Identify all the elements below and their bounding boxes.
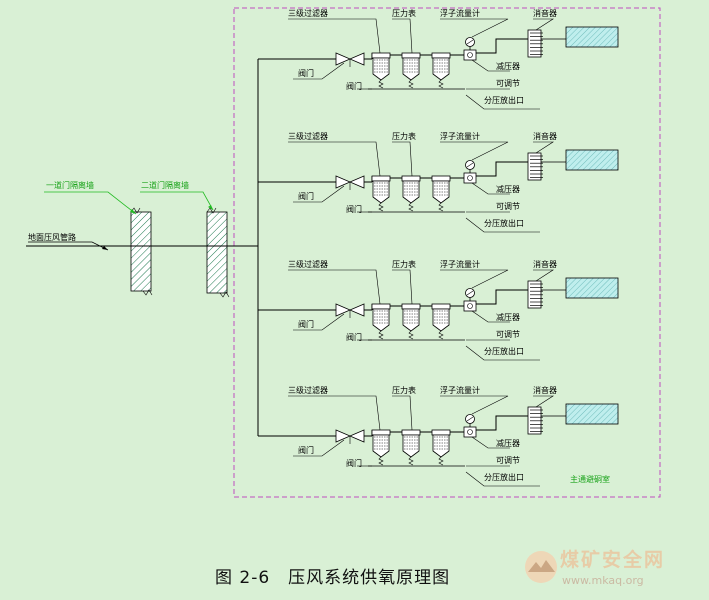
reducer-label: 减压器 <box>496 184 520 194</box>
muffler-label: 消音器 <box>533 131 557 141</box>
watermark: 煤矿安全网 www.mkaq.org <box>525 548 665 587</box>
flowmeter-label: 浮子流量计 <box>440 259 480 269</box>
wall-2-label: 二道门隔离墙 <box>141 180 189 190</box>
filter-unit <box>371 175 402 212</box>
branch-unit-1: 三级过滤器压力表浮子流量计消音器阀门阀门减压器可调节分压放出口 <box>258 8 619 110</box>
chamber-boundary <box>233 7 661 498</box>
muffler-label: 消音器 <box>533 8 557 18</box>
filter-label: 三级过滤器 <box>288 8 328 18</box>
flowmeter-label: 浮子流量计 <box>440 385 480 395</box>
reducer-label: 减压器 <box>496 61 520 71</box>
outlet-label: 分压放出口 <box>484 472 524 482</box>
outlet-label: 分压放出口 <box>484 346 524 356</box>
filter-unit <box>401 52 432 89</box>
outlet-label: 分压放出口 <box>484 218 524 228</box>
reducer-icon <box>463 49 477 61</box>
outlet-pipe <box>476 38 528 54</box>
filter-label: 三级过滤器 <box>288 131 328 141</box>
valve-label: 阀门 <box>298 68 314 78</box>
outlet-label: 分压放出口 <box>484 95 524 105</box>
branch-unit-2: 三级过滤器压力表浮子流量计消音器阀门阀门减压器可调节分压放出口 <box>258 131 619 233</box>
reducer-icon <box>463 426 477 438</box>
filter-unit <box>401 303 432 340</box>
inlet-label: 地面压风管路 <box>28 232 76 242</box>
filter-unit <box>371 303 402 340</box>
gauge-label: 压力表 <box>392 259 416 269</box>
regulator-label: 可调节 <box>496 330 520 339</box>
branch-unit-3: 三级过滤器压力表浮子流量计消音器阀门阀门减压器可调节分压放出口 <box>258 259 619 361</box>
filter-unit <box>431 175 451 212</box>
reducer-label: 减压器 <box>496 438 520 448</box>
isolation-wall-1 <box>130 207 153 296</box>
watermark-url: www.mkaq.org <box>562 574 644 587</box>
reducer-icon <box>463 300 477 312</box>
figure-caption: 图 2-6 压风系统供氧原理图 <box>215 568 450 588</box>
filter-unit <box>371 429 402 466</box>
branch-unit-4: 三级过滤器压力表浮子流量计消音器阀门阀门减压器可调节分压放出口 <box>258 385 619 487</box>
flowmeter-label: 浮子流量计 <box>440 131 480 141</box>
outlet-pipe <box>476 289 528 305</box>
watermark-title: 煤矿安全网 <box>560 548 665 571</box>
muffler-label: 消音器 <box>533 259 557 269</box>
gauge-label: 压力表 <box>392 131 416 141</box>
muffler-label: 消音器 <box>533 385 557 395</box>
gauge-label: 压力表 <box>392 8 416 18</box>
drain-valve-label: 阀门 <box>346 204 362 214</box>
branch-group: 三级过滤器压力表浮子流量计消音器阀门阀门减压器可调节分压放出口三级过滤器压力表浮… <box>258 8 619 487</box>
filter-unit <box>431 52 451 89</box>
flowmeter-label: 浮子流量计 <box>440 8 480 18</box>
filter-unit <box>371 52 402 89</box>
regulator-label: 可调节 <box>496 456 520 465</box>
oxygen-tank-icon <box>565 26 619 48</box>
filter-unit <box>401 175 432 212</box>
regulator-label: 可调节 <box>496 79 520 88</box>
outlet-pipe <box>476 161 528 177</box>
oxygen-tank-icon <box>565 277 619 299</box>
wall-2-leader <box>140 191 214 211</box>
drain-valve-label: 阀门 <box>346 332 362 342</box>
outlet-pipe <box>476 415 528 431</box>
wall-1-label: 一道门隔离墙 <box>46 180 94 190</box>
filter-label: 三级过滤器 <box>288 385 328 395</box>
valve-label: 阀门 <box>298 445 314 455</box>
oxygen-tank-icon <box>565 149 619 171</box>
valve-label: 阀门 <box>298 319 314 329</box>
reducer-label: 减压器 <box>496 312 520 322</box>
chamber-label: 主通避硐室 <box>570 474 610 484</box>
wall-1-leader <box>44 191 137 215</box>
filter-unit <box>431 429 451 466</box>
oxygen-tank-icon <box>565 403 619 425</box>
regulator-label: 可调节 <box>496 202 520 211</box>
filter-label: 三级过滤器 <box>288 259 328 269</box>
valve-label: 阀门 <box>298 191 314 201</box>
gauge-label: 压力表 <box>392 385 416 395</box>
filter-unit <box>431 303 451 340</box>
drain-valve-label: 阀门 <box>346 458 362 468</box>
watermark-logo-icon <box>525 551 557 583</box>
reducer-icon <box>463 172 477 184</box>
isolation-wall-2 <box>206 207 230 298</box>
inlet-leader <box>28 241 109 251</box>
filter-unit <box>401 429 432 466</box>
drain-valve-label: 阀门 <box>346 81 362 91</box>
